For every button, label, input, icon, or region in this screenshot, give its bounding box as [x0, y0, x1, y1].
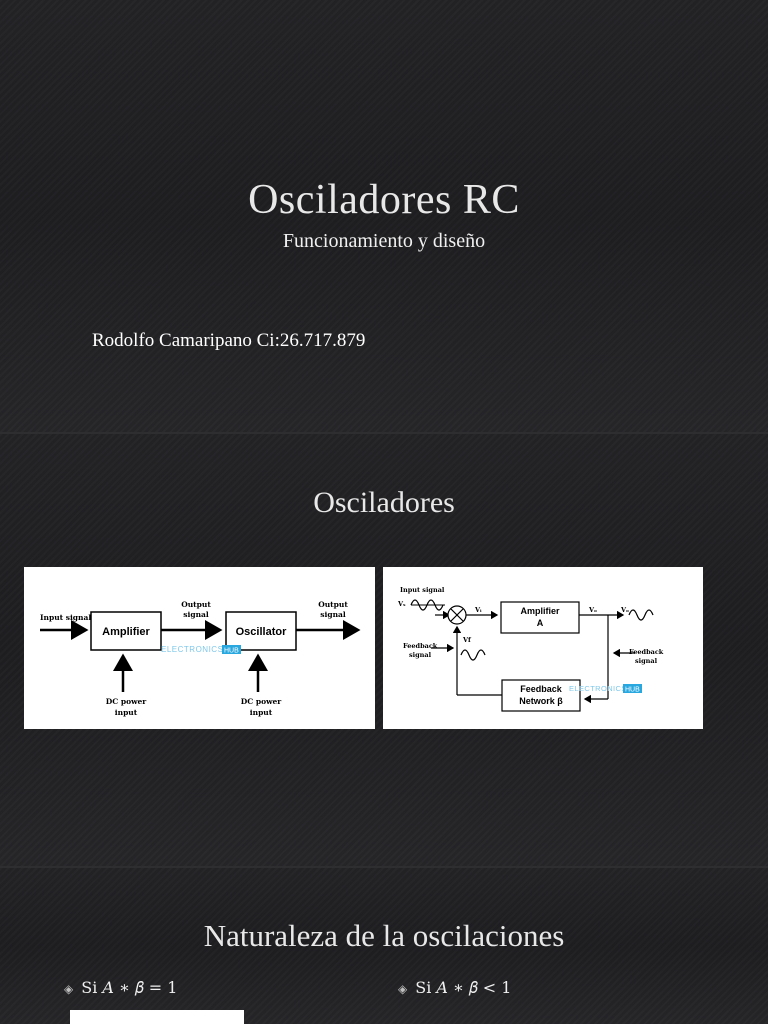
- dc-label-2a: DC power: [241, 697, 283, 706]
- slide-heading: Naturaleza de la oscilaciones: [203, 918, 565, 953]
- output2-label-1: Output: [318, 600, 348, 609]
- feedback-network-label-1: Feedback: [520, 684, 563, 694]
- feedback-signal-left-2: signal: [409, 651, 432, 659]
- dc-label-2b: input: [250, 708, 273, 717]
- image-placeholder: [70, 1010, 244, 1024]
- amplifier-label: Amplifier: [102, 626, 150, 638]
- amplifier-oscillator-diagram: Input signal Amplifier Output signal Osc…: [24, 567, 375, 729]
- svg-text:HUB: HUB: [625, 687, 640, 694]
- slide-title: Osciladores RC Funcionamiento y diseño R…: [0, 0, 768, 432]
- watermark-logo: ELECTRONICS HUB: [569, 684, 642, 694]
- vs-label: Vₛ: [397, 600, 406, 608]
- svg-text:ELECTRONICS: ELECTRONICS: [569, 684, 627, 693]
- oscillator-label: Oscillator: [236, 626, 287, 638]
- output-signal-label-1: Output: [181, 600, 211, 609]
- vo-mid-label: Vₒ: [588, 606, 597, 614]
- feedback-loop-diagram: Input signal Vₛ Vᵢ Amplifier A Vₒ Vₒ Fee…: [383, 567, 703, 729]
- dc-label-1a: DC power: [106, 697, 148, 706]
- feedback-signal-left-1: Feedback: [403, 642, 438, 650]
- output-sine-wave: [628, 609, 654, 621]
- feedback-network-label-2: Network β: [519, 696, 563, 706]
- watermark-logo: ELECTRONICS HUB: [161, 645, 241, 655]
- output-signal-label-2: signal: [183, 610, 209, 619]
- bullet-item: ◈ Si 𝐴 ∗ 𝛽 < 1: [398, 978, 511, 998]
- slide-heading: Osciladores: [313, 486, 455, 519]
- slide-subtitle: Funcionamiento y diseño: [282, 230, 486, 252]
- amplifier-label: Amplifier: [520, 606, 560, 616]
- feedback-signal-right-1: Feedback: [629, 648, 664, 656]
- slide-divider: [0, 866, 768, 868]
- bullet-text: Si 𝐴 ∗ 𝛽 < 1: [415, 978, 512, 997]
- block-diagram-b: Input signal Vₛ Vᵢ Amplifier A Vₒ Vₒ Fee…: [397, 586, 664, 712]
- svg-text:HUB: HUB: [224, 648, 239, 655]
- input-signal-label: Input signal: [40, 613, 91, 622]
- svg-text:ELECTRONICS: ELECTRONICS: [161, 645, 223, 654]
- bullet-item: ◈ Si 𝐴 ∗ 𝛽 = 1: [64, 978, 177, 998]
- vi-label: Vᵢ: [474, 606, 482, 614]
- slide-divider: [0, 432, 768, 434]
- bullet-text: Si 𝐴 ∗ 𝛽 = 1: [81, 978, 178, 997]
- block-diagram-a: Input signal Amplifier Output signal Osc…: [40, 600, 361, 717]
- diamond-bullet-icon: ◈: [64, 982, 74, 996]
- vf-label: Vf: [462, 636, 472, 644]
- input-signal-label: Input signal: [400, 586, 445, 594]
- vo-out-label: Vₒ: [620, 606, 629, 614]
- dc-label-1b: input: [115, 708, 138, 717]
- feedback-signal-right-2: signal: [635, 657, 658, 665]
- diamond-bullet-icon: ◈: [398, 982, 408, 996]
- amplifier-a-block: [500, 601, 580, 634]
- slide-naturaleza: Naturaleza de la oscilaciones: [0, 868, 768, 1024]
- feedback-sine-wave: [460, 649, 486, 661]
- author-line: Rodolfo Camaripano Ci:26.717.879: [92, 330, 366, 351]
- slide-title-heading: Osciladores RC: [248, 177, 520, 223]
- gain-a-label: A: [537, 618, 544, 628]
- output2-label-2: signal: [320, 610, 346, 619]
